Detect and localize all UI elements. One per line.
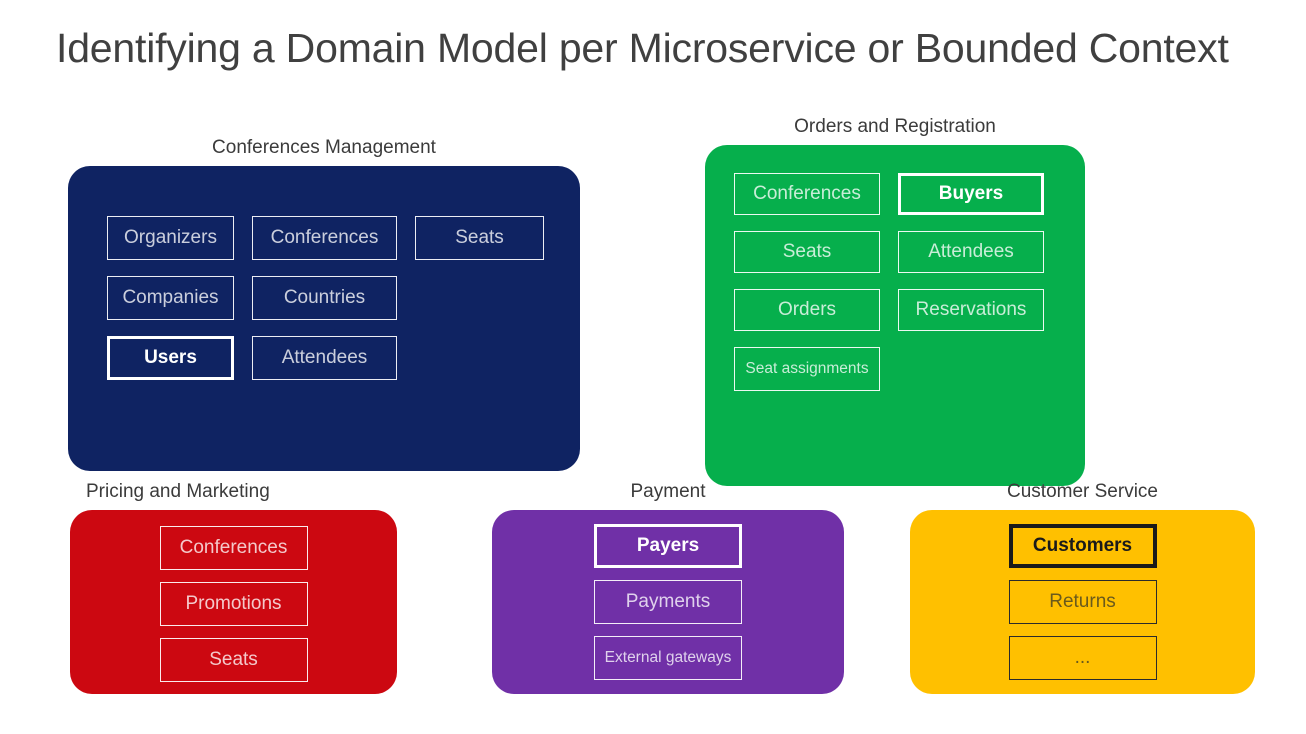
entity-box-orders[interactable]: Orders: [734, 289, 880, 331]
entity-box-countries[interactable]: Countries: [252, 276, 397, 320]
context-label-orders-registration: Orders and Registration: [794, 116, 996, 137]
entity-box-reservations[interactable]: Reservations: [898, 289, 1044, 331]
entity-box-organizers[interactable]: Organizers: [107, 216, 234, 260]
entity-box-seats[interactable]: Seats: [415, 216, 544, 260]
entity-box-buyers[interactable]: Buyers: [898, 173, 1044, 215]
entity-box-seats[interactable]: Seats: [734, 231, 880, 273]
context-label-conferences-management: Conferences Management: [212, 137, 436, 158]
entity-list-pricing-marketing: Conferences Promotions Seats: [70, 526, 397, 682]
entity-box-promotions[interactable]: Promotions: [159, 582, 308, 626]
entity-box-ellipsis[interactable]: ...: [1008, 636, 1157, 680]
entity-list-payment: Payers Payments External gateways: [492, 524, 844, 680]
context-panel-customer-service: [910, 510, 1255, 694]
entity-box-users[interactable]: Users: [107, 336, 234, 380]
context-label-pricing-marketing: Pricing and Marketing: [86, 481, 270, 502]
entity-box-customers[interactable]: Customers: [1008, 524, 1157, 568]
context-panel-payment: [492, 510, 844, 694]
entity-box-companies[interactable]: Companies: [107, 276, 234, 320]
entity-box-attendees[interactable]: Attendees: [252, 336, 397, 380]
entity-box-attendees[interactable]: Attendees: [898, 231, 1044, 273]
entity-box-seats[interactable]: Seats: [159, 638, 308, 682]
entity-box-external-gateways[interactable]: External gateways: [594, 636, 742, 680]
page-title: Identifying a Domain Model per Microserv…: [56, 25, 1229, 71]
entity-box-payers[interactable]: Payers: [594, 524, 742, 568]
entity-list-conferences-management: Organizers Conferences Seats Companies C…: [107, 216, 567, 380]
entity-list-customer-service: Customers Returns ...: [910, 524, 1255, 680]
context-label-payment: Payment: [630, 481, 706, 502]
entity-box-conferences[interactable]: Conferences: [159, 526, 308, 570]
entity-box-conferences[interactable]: Conferences: [252, 216, 397, 260]
entity-box-payments[interactable]: Payments: [594, 580, 742, 624]
context-panel-pricing-marketing: [70, 510, 397, 694]
entity-box-seat-assignments[interactable]: Seat assignments: [734, 347, 880, 391]
entity-box-conferences[interactable]: Conferences: [734, 173, 880, 215]
entity-list-orders-registration: Conferences Buyers Seats Attendees Order…: [734, 173, 1059, 391]
context-label-customer-service: Customer Service: [1007, 481, 1158, 502]
context-panel-orders-registration: [705, 145, 1085, 486]
entity-box-returns[interactable]: Returns: [1008, 580, 1157, 624]
